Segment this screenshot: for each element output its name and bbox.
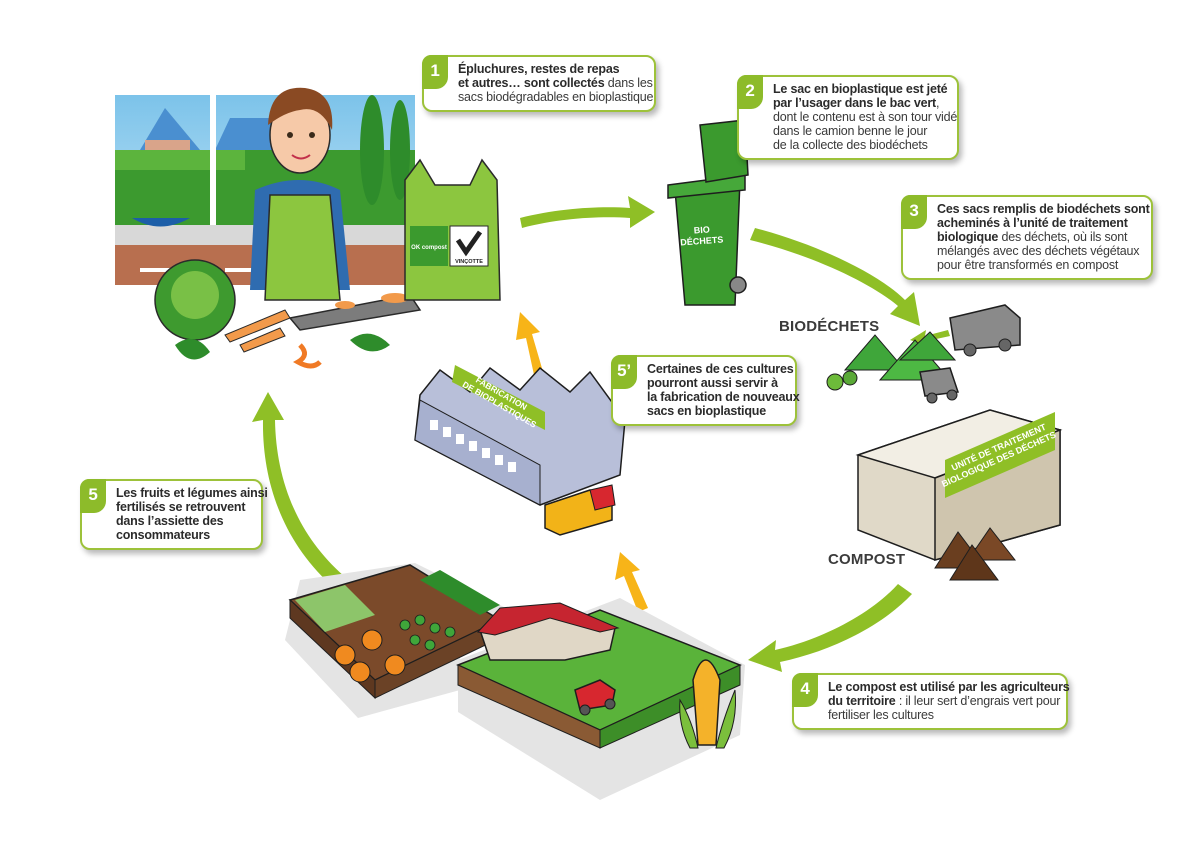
step-text-line: fertilisés se retrouvent [116, 500, 253, 514]
bin-label-line2: DÉCHETS [680, 235, 724, 248]
step-text-line: du territoire : il leur sert d’engrais v… [828, 694, 1061, 708]
step-text-bold: fertilisés se retrouvent [116, 500, 246, 514]
step-text-normal: , [936, 96, 940, 110]
step-text-bold: et autres… sont collectés [458, 76, 605, 90]
step-number-badge: 1 [422, 55, 448, 89]
step-text-line: par l’usager dans le bac vert, [773, 96, 949, 110]
step-number-badge: 5’ [611, 355, 637, 389]
arrow-factory-to-bag [516, 312, 546, 384]
step-number-badge: 3 [901, 195, 927, 229]
step-text-line: pourront aussi servir à [647, 376, 787, 390]
bioplastics-factory: FABRICATION DE BIOPLASTIQUES [414, 365, 626, 536]
step-callout-4: 4 Le compost est utilisé par les agricul… [792, 673, 1070, 730]
arrow-bin-to-treatment [750, 228, 920, 326]
step-text-line: sacs en bioplastique [647, 404, 787, 418]
step-text-bold: acheminés à l’unité de traitement [937, 216, 1128, 230]
step-text-bold: sacs en bioplastique [647, 404, 766, 418]
step-text-normal: des déchets, où ils sont [998, 230, 1128, 244]
step-number-badge: 4 [792, 673, 818, 707]
compost-label: COMPOST [828, 551, 906, 568]
step-text-normal: fertiliser les cultures [828, 708, 934, 722]
garbage-truck [949, 304, 1021, 351]
step-text-line: Le sac en bioplastique est jeté [773, 82, 949, 96]
step-text-normal: : il leur sert d’engrais vert pour [895, 694, 1061, 708]
step-text-bold: biologique [937, 230, 999, 244]
step-text-normal: pour être transformés en compost [937, 258, 1119, 272]
step-text-line: sacs biodégradables en bioplastique [458, 90, 653, 104]
step-text-bold: Le compost est utilisé par les agriculte… [828, 680, 1070, 694]
step-text-bold: Les fruits et légumes ainsi [116, 486, 268, 500]
step-text-bold: Épluchures, restes de repas [458, 62, 620, 76]
bin-label-line1: BIO [693, 224, 710, 235]
step-text-normal: dans les [604, 76, 653, 90]
step-text-line: consommateurs [116, 528, 253, 542]
step-text-normal: dans le camion benne le jour [773, 124, 928, 138]
step-text-normal: mélangés avec des déchets végétaux [937, 244, 1140, 258]
arrow-farm-to-kitchen [252, 392, 344, 584]
step-text-line: pour être transformés en compost [937, 258, 1143, 272]
step-text-line: dans le camion benne le jour [773, 124, 949, 138]
biodechets-label: BIODÉCHETS [779, 318, 880, 335]
ok-compost-label: OK compost [411, 245, 447, 251]
loader [919, 367, 960, 397]
step-text-line: dont le contenu est à son tour vidé [773, 110, 957, 124]
step-text-line: Épluchures, restes de repas [458, 62, 646, 76]
step-text-line: Ces sacs remplis de biodéchets sont [937, 202, 1150, 216]
step-text-line: Les fruits et légumes ainsi [116, 486, 268, 500]
step-text-line: mélangés avec des déchets végétaux [937, 244, 1143, 258]
treatment-plant: UNITÉ DE TRAITEMENT BIOLOGIQUE DES DÉCHE… [855, 409, 1063, 581]
farm-fields [285, 563, 745, 800]
step-text-normal: de la collecte des biodéchets [773, 138, 928, 152]
biowaste-area [826, 304, 1021, 404]
step-text-line: fertiliser les cultures [828, 708, 1058, 722]
step-text-line: la fabrication de nouveaux [647, 390, 800, 404]
step-text-line: dans l’assiette des [116, 514, 253, 528]
step-text-bold: dans l’assiette des [116, 514, 224, 528]
step-text-bold: Ces sacs remplis de biodéchets sont [937, 202, 1150, 216]
step-number-badge: 5 [80, 479, 106, 513]
step-text-bold: Le sac en bioplastique est jeté [773, 82, 948, 96]
kitchen-scene: OK compost VINÇOTTE [115, 87, 501, 369]
arrow-farm-to-factory [615, 552, 648, 612]
step-text-normal: dont le contenu est à son tour vidé [773, 110, 958, 124]
step-text-line: Certaines de ces cultures [647, 362, 794, 376]
arrow-compost-to-farm [748, 584, 912, 672]
step-text-line: et autres… sont collectés dans les [458, 76, 653, 90]
step-text-line: de la collecte des biodéchets [773, 138, 949, 152]
step-text-bold: consommateurs [116, 528, 210, 542]
step-text-bold: du territoire [828, 694, 896, 708]
step-text-bold: par l’usager dans le bac vert [773, 96, 937, 110]
step-text-normal: sacs biodégradables en bioplastique [458, 90, 654, 104]
step-text-line: acheminés à l’unité de traitement [937, 216, 1143, 230]
step-text-line: biologique des déchets, où ils sont [937, 230, 1143, 244]
arrow-kitchen-to-bin [520, 196, 655, 228]
vincotte-label: VINÇOTTE [455, 259, 483, 265]
step-text-line: Le compost est utilisé par les agriculte… [828, 680, 1070, 694]
corn-cob [692, 659, 721, 746]
green-bin: BIO DÉCHETS [667, 119, 749, 306]
step-text-bold: la fabrication de nouveaux [647, 390, 800, 404]
step-text-bold: pourront aussi servir à [647, 376, 778, 390]
step-number-badge: 2 [737, 75, 763, 109]
step-text-bold: Certaines de ces cultures [647, 362, 794, 376]
step-text: Le compost est utilisé par les agriculte… [828, 680, 1070, 722]
